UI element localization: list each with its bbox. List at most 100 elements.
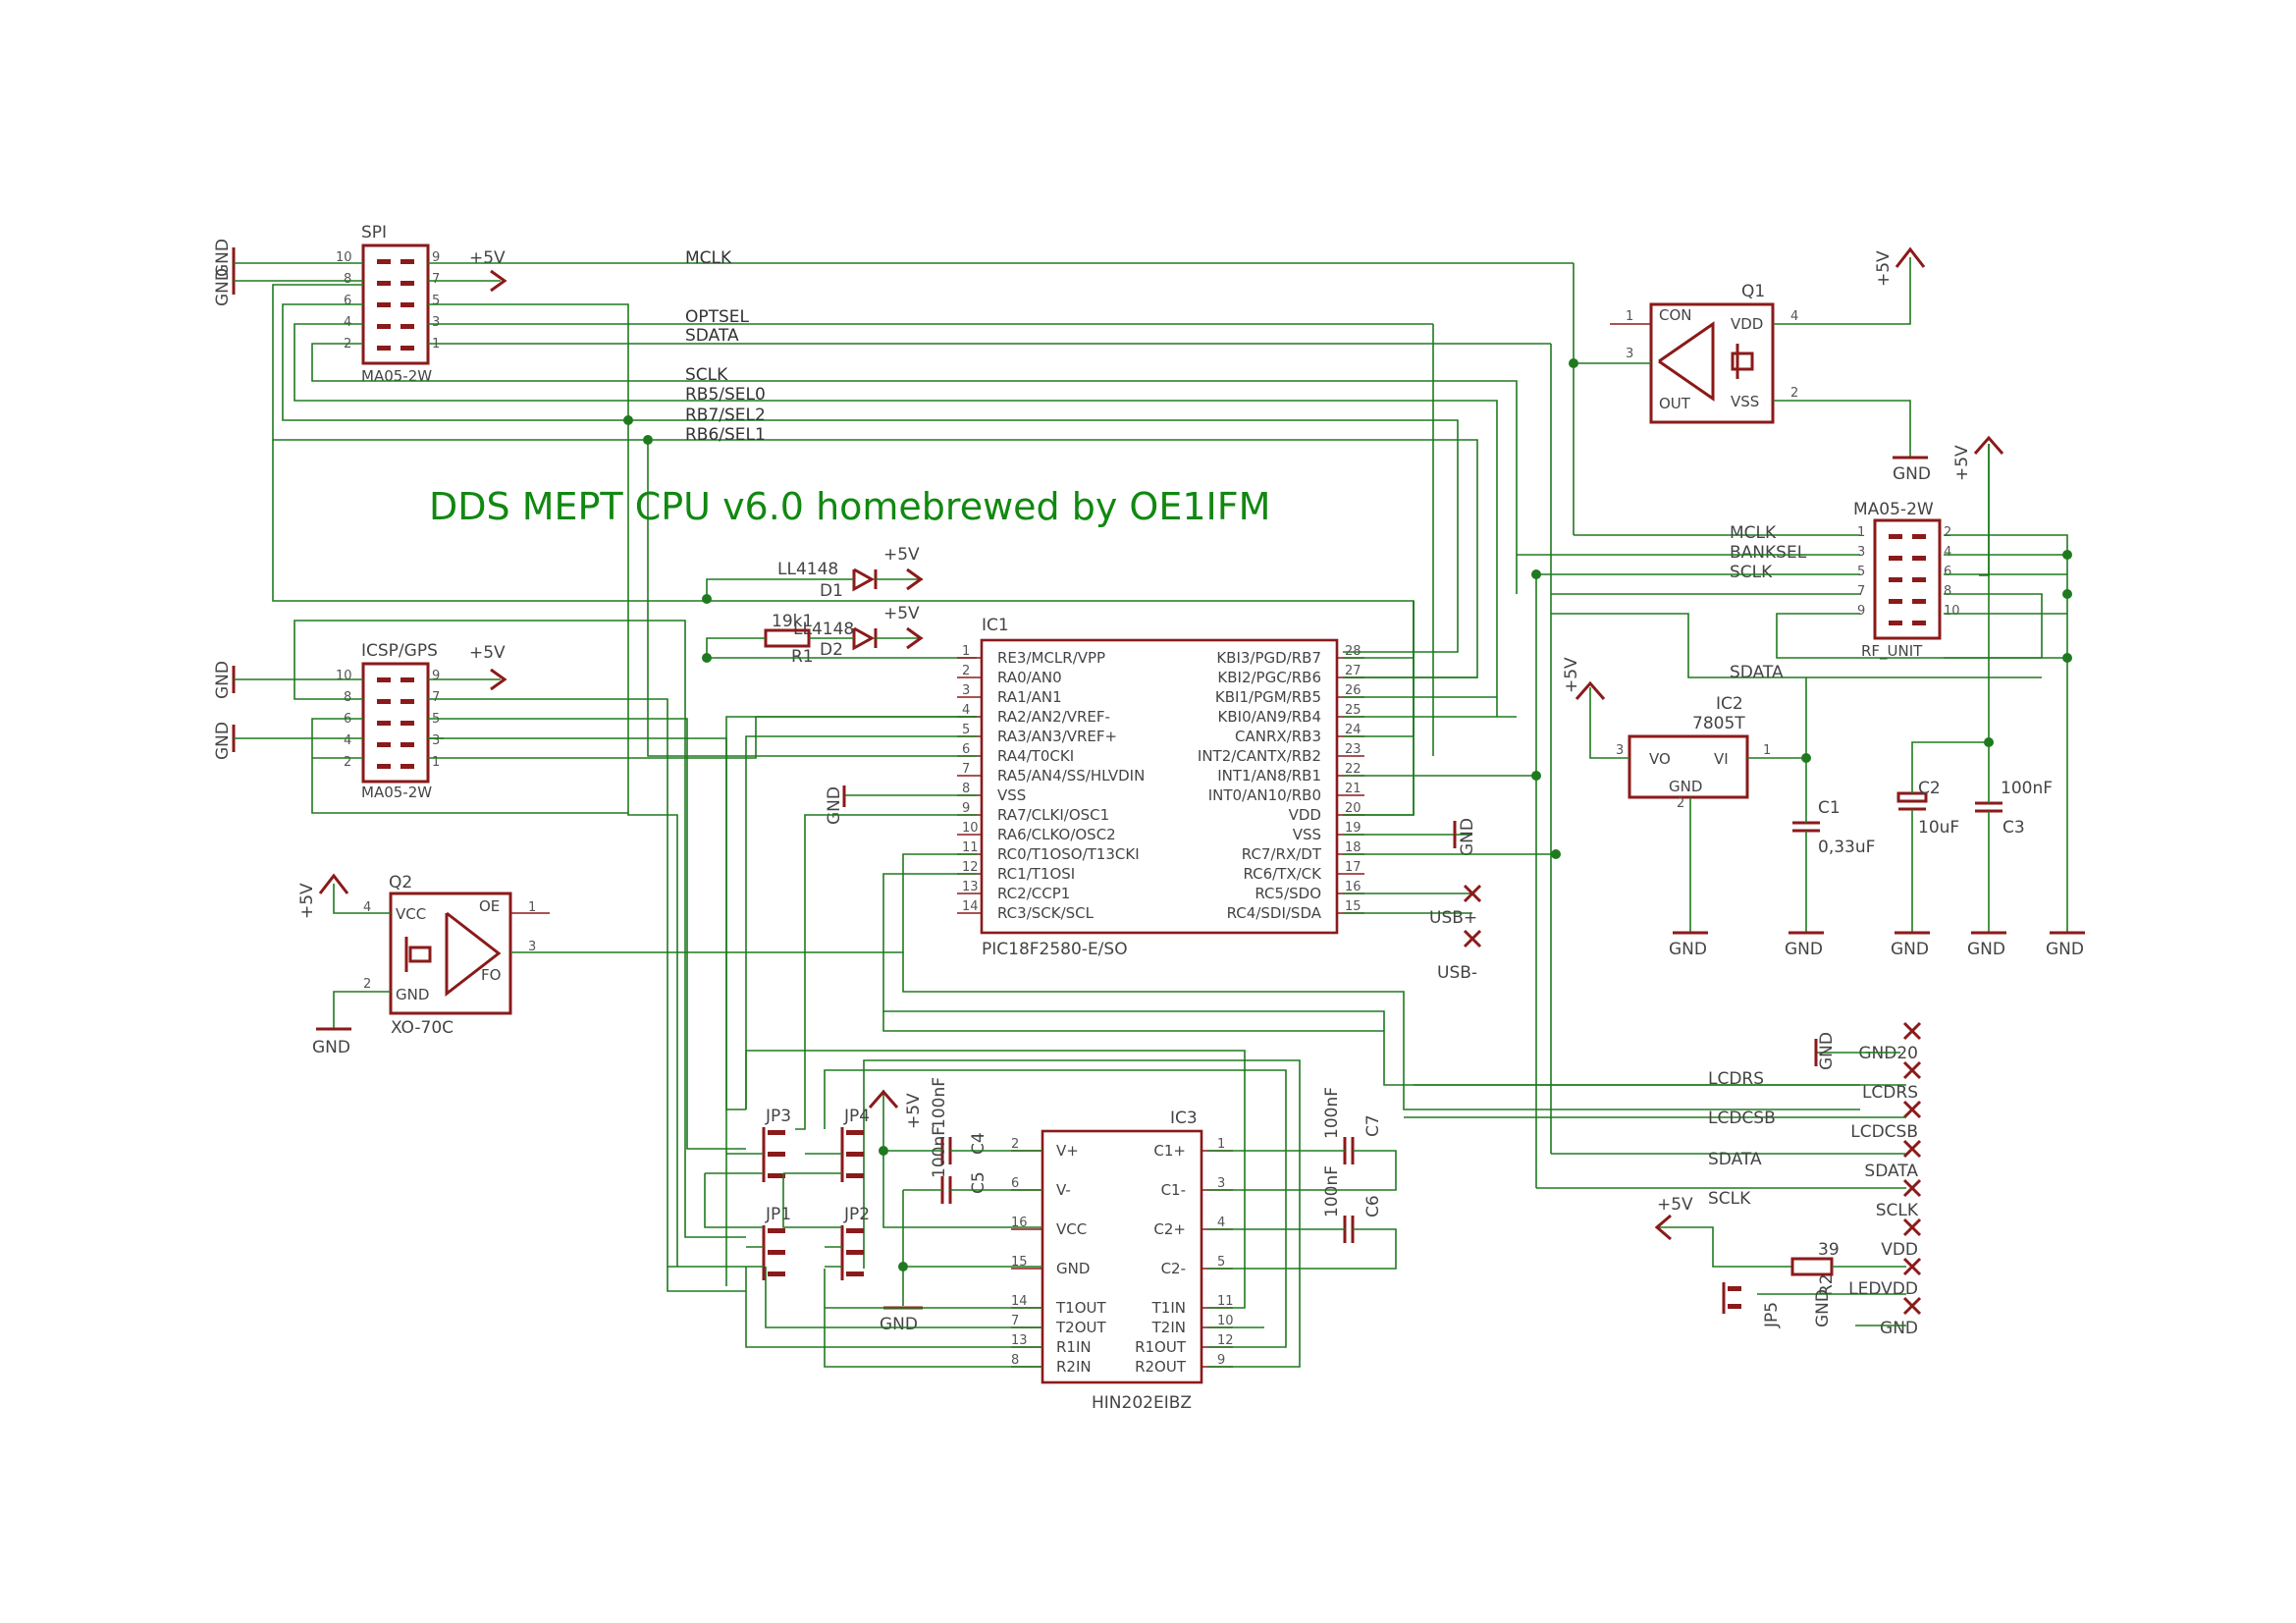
net-sclk: SCLK [685,365,728,385]
icsp-name: ICSP/GPS [361,641,438,661]
ic2-name: IC2 [1716,694,1743,714]
ic1-right-pin-number: 19 [1345,821,1362,836]
ic3-left-pin-label: VCC [1056,1220,1087,1238]
ic1-left-pin-number: 14 [962,899,979,914]
net-optsel: OPTSEL [685,307,750,327]
ic1-left-pin-label: RC3/SCK/SCL [997,904,1095,922]
rf-pin-10: 10 [1944,604,1960,619]
net-sdata-rf: SDATA [1730,663,1784,682]
jp5-gnd-label: GND [1813,1289,1833,1327]
ic2-pin-vi: VI [1714,750,1729,768]
jumper-jp3: JP3 [762,1107,791,1184]
capacitor-c4: C4 100nF [930,1077,988,1164]
d2-vcc: +5V [883,604,920,623]
c4-name: C4 [969,1132,988,1155]
ic3-right-pin-number: 9 [1217,1353,1225,1368]
ic3-left-pin-label: V+ [1056,1142,1079,1160]
lcd-terminal-x [1902,1060,1922,1080]
ic2-num-vi: 1 [1763,743,1771,758]
icsp-pin-4: 4 [344,733,351,748]
ic1-left-pin-label: RA2/AN2/VREF- [997,708,1110,726]
c5-name: C5 [969,1171,988,1194]
ic3-right-pin-label: C1+ [1153,1142,1186,1160]
lcd-terminal-x [1902,1139,1922,1159]
ic1-right-pin-label: CANRX/RB3 [1235,728,1321,745]
c2-name: C2 [1918,779,1941,798]
icsp-gnd-label-1: GND [213,661,233,699]
ic3-gnd-label: GND [880,1315,918,1334]
spi-gnd-label: GND [213,268,233,306]
ic1-right-pin-label: VSS [1293,826,1321,843]
rf-pin-6: 6 [1944,565,1951,579]
jp4-label: JP4 [843,1107,870,1126]
page-title: DDS MEPT CPU v6.0 homebrewed by OE1IFM [429,485,1270,528]
ic1-left-pin-label: RA7/CLKI/OSC1 [997,806,1109,824]
q1-pin-vdd: VDD [1731,315,1763,333]
ic2-value: 7805T [1692,714,1745,733]
lcd-terminal-label: LCDCSB [1850,1122,1918,1142]
lcd-terminal-label: SDATA [1864,1162,1918,1181]
rf-pin-1: 1 [1857,525,1865,540]
ic1-gnd-label: GND [825,786,844,825]
rf-unit-name: MA05-2W [1853,500,1934,519]
icsp-pin-1: 1 [432,755,440,770]
ic1-right-pin-number: 22 [1345,762,1362,777]
q2-name: Q2 [389,873,412,893]
ic1-right-pin-number: 17 [1345,860,1362,875]
ic1-left-pin-number: 13 [962,880,979,894]
ic2-num-gnd: 2 [1677,796,1684,811]
c7-value: 100nF [1322,1087,1342,1139]
rf-pin-7: 7 [1857,584,1865,599]
net-lcdrs: LCDRS [1708,1069,1764,1089]
ic1-right-pin-number: 24 [1345,723,1362,737]
ic1-left-pin-label: RC2/CCP1 [997,885,1070,902]
c3-value: 100nF [2001,779,2053,798]
q1-pin-out: OUT [1659,395,1691,412]
q1-pin-con: CON [1659,306,1692,324]
usb-plus-label: USB+ [1429,908,1477,928]
ic1-vss-gnd-label: GND [1458,818,1477,856]
lcd-terminal-x [1902,1100,1922,1119]
rf-pin-9: 9 [1857,604,1865,619]
ic3-right-pin-label: C1- [1161,1181,1186,1199]
ic3-right-pin-number: 4 [1217,1216,1225,1230]
rf-pin-8: 8 [1944,584,1951,599]
r1-value: 19k1 [772,612,813,631]
ic3-left-pin-number: 6 [1011,1176,1019,1191]
q1-num-vss: 2 [1790,386,1798,401]
ic1-right-pin-label: RC6/TX/CK [1243,865,1322,883]
ic1-left-pin-number: 11 [962,840,979,855]
r2-value: 39 [1818,1240,1840,1260]
lcd-terminal-x [1902,1296,1922,1316]
icsp-pin-9: 9 [432,669,440,683]
net-mclk-rf: MCLK [1730,523,1777,543]
net-sclk-rf: SCLK [1730,563,1773,582]
ic1-left-pin-label: RE3/MCLR/VPP [997,649,1105,667]
ic1-left-pin-number: 12 [962,860,979,875]
ic1-left-pin-number: 7 [962,762,970,777]
ic2-pin-vo: VO [1649,750,1671,768]
d1-vcc: +5V [883,545,920,565]
regulator-ic2: IC2 7805T VO VI GND 3 1 2 [1616,694,1771,811]
spi-value: MA05-2W [361,367,432,385]
ic3-right-pin-number: 10 [1217,1314,1234,1328]
ic3-right-pin-label: C2+ [1153,1220,1186,1238]
capacitor-c6: C6 100nF [1322,1165,1383,1243]
lcd-terminal-label: SCLK [1876,1201,1919,1220]
icsp-pin-3: 3 [432,733,440,748]
ic1-right-pin-label: INT2/CANTX/RB2 [1198,747,1321,765]
ic3-right-pin-number: 3 [1217,1176,1225,1191]
ic1-right-pin-label: RC7/RX/DT [1242,845,1322,863]
ic2-num-vo: 3 [1616,743,1624,758]
ic3-left-pin-label: GND [1056,1260,1090,1277]
q2-pin-fo: FO [481,966,501,984]
icsp-pin-10: 10 [336,669,352,683]
rf-pin-4: 4 [1944,545,1951,560]
c6-name: C6 [1363,1195,1383,1217]
diode-d1: LL4148 D1 +5V [777,545,924,601]
usb-minus-terminal: USB- [1437,929,1482,983]
ic1-right-pin-number: 26 [1345,683,1362,698]
